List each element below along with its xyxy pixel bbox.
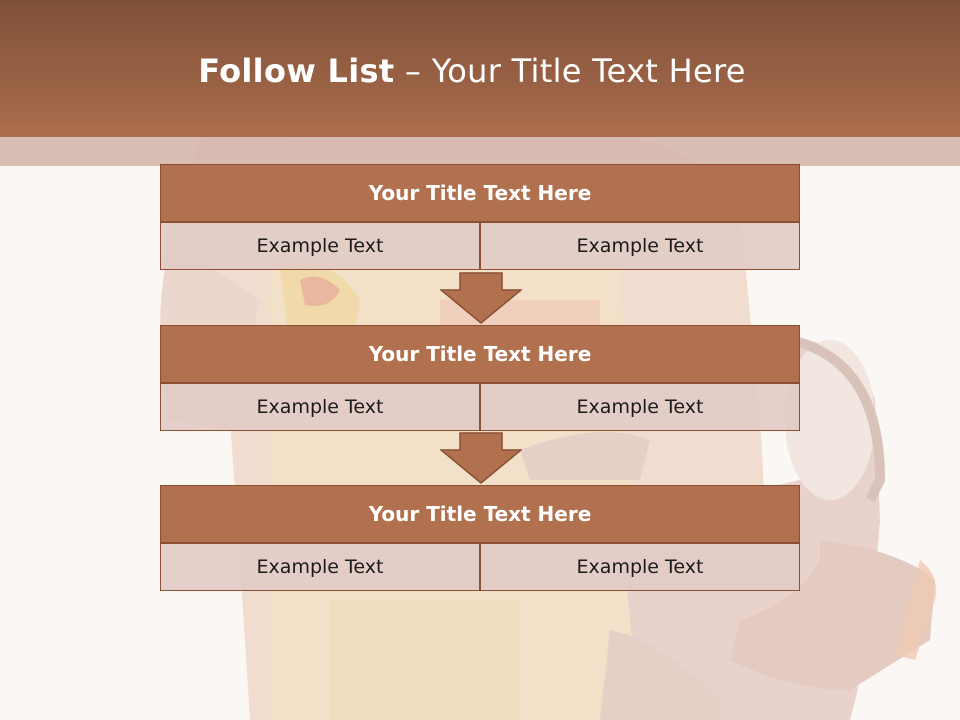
header-strip xyxy=(0,137,960,166)
step-cell-left: Example Text xyxy=(160,222,480,270)
slide-title-strong: Follow List xyxy=(198,52,395,90)
step-cell-left: Example Text xyxy=(160,383,480,431)
slide-title: Follow List – Your Title Text Here xyxy=(0,52,944,90)
slide-title-rest: – Your Title Text Here xyxy=(394,52,746,90)
step-cell-left: Example Text xyxy=(160,543,480,591)
down-arrow-icon xyxy=(440,272,522,324)
step-row: Example Text Example Text xyxy=(160,383,800,431)
step-title: Your Title Text Here xyxy=(160,164,800,222)
step-row: Example Text Example Text xyxy=(160,222,800,270)
header-bar xyxy=(0,0,960,137)
step-row: Example Text Example Text xyxy=(160,543,800,591)
step-block-2: Your Title Text Here Example Text Exampl… xyxy=(160,325,800,431)
step-title: Your Title Text Here xyxy=(160,325,800,383)
step-cell-right: Example Text xyxy=(480,383,800,431)
step-cell-right: Example Text xyxy=(480,222,800,270)
step-block-1: Your Title Text Here Example Text Exampl… xyxy=(160,164,800,270)
step-title: Your Title Text Here xyxy=(160,485,800,543)
step-block-3: Your Title Text Here Example Text Exampl… xyxy=(160,485,800,591)
step-cell-right: Example Text xyxy=(480,543,800,591)
down-arrow-icon xyxy=(440,432,522,484)
